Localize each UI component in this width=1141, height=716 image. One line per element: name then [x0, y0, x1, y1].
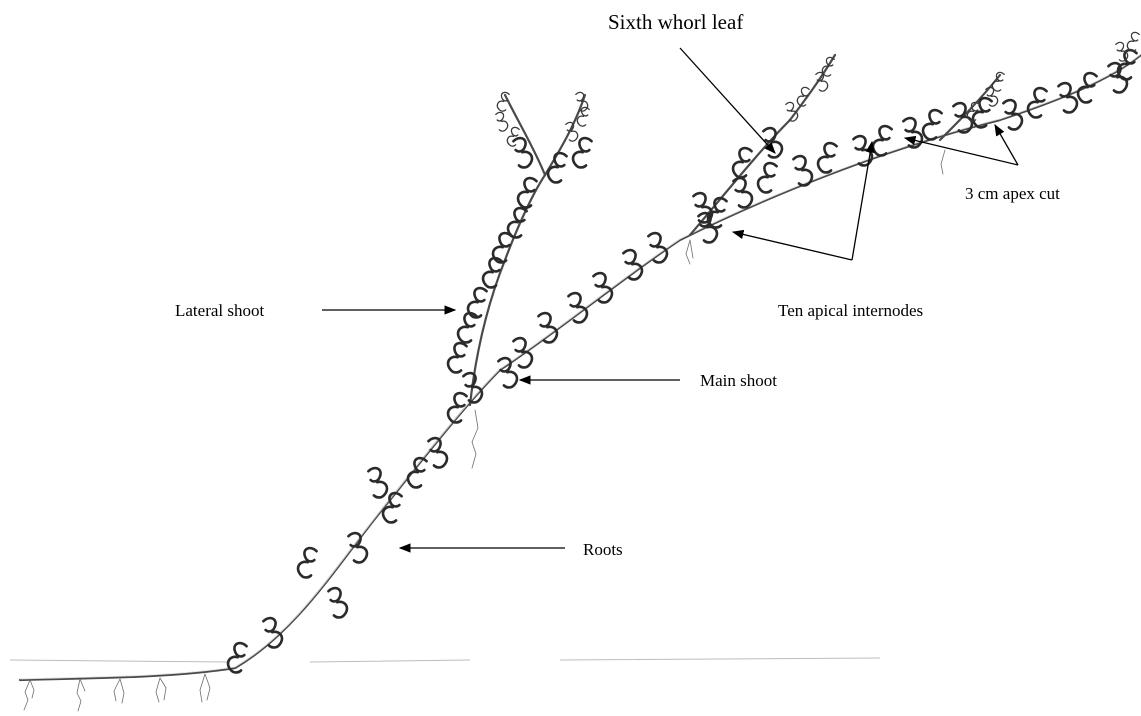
leaf-curl — [623, 250, 642, 279]
leaf-whorls — [228, 32, 1139, 672]
arrow-apex-cut-2 — [905, 138, 1018, 165]
arrow-internodes-1 — [733, 232, 852, 260]
leaf-curl — [793, 156, 812, 185]
leaf-curl — [263, 618, 282, 647]
leaf-curl — [298, 548, 317, 577]
leaf-curl — [992, 72, 1004, 91]
leaf-curl — [538, 313, 557, 342]
leaf-curl — [1028, 88, 1047, 117]
leaf-curl — [873, 126, 892, 155]
lateral-fork-right — [545, 95, 585, 175]
label-apex-cut: 3 cm apex cut — [965, 185, 1060, 202]
leaf-curl — [507, 127, 519, 146]
label-ten-apical-internodes: Ten apical internodes — [778, 302, 923, 319]
leaf-curl — [903, 118, 922, 147]
leaf-curl — [548, 153, 567, 182]
leaf-curl — [368, 468, 387, 497]
leaf-curl — [496, 112, 508, 131]
arrow-internodes-2 — [852, 142, 872, 260]
leaf-curl — [758, 163, 777, 192]
leaf-curl — [593, 273, 612, 302]
leaf-curl — [573, 138, 592, 167]
leaf-curl — [1127, 32, 1139, 51]
leaf-curl — [468, 288, 487, 317]
leaf-curl — [818, 143, 837, 172]
branch-upper-stem — [690, 55, 835, 235]
leaf-curl — [733, 178, 752, 207]
leaf-curl — [1078, 73, 1097, 102]
leaf-curl — [1003, 100, 1022, 129]
label-sixth-whorl-leaf: Sixth whorl leaf — [608, 12, 743, 33]
leaf-curl — [648, 233, 667, 262]
leaf-curl — [923, 110, 942, 139]
leaf-curl — [513, 338, 532, 367]
label-main-shoot: Main shoot — [700, 372, 777, 389]
leaf-curl — [348, 533, 367, 562]
lateral-fork-left — [505, 95, 545, 175]
leaf-curl — [448, 343, 467, 372]
arrow-sixth-whorl — [680, 48, 775, 153]
leaf-curl — [228, 643, 247, 672]
leaf-curl — [328, 588, 347, 617]
label-roots: Roots — [583, 541, 623, 558]
arrow-apex-cut-1 — [995, 125, 1018, 165]
label-lateral-shoot: Lateral shoot — [175, 302, 264, 319]
leaf-curl — [693, 193, 712, 222]
leaf-curl — [408, 458, 427, 487]
leaf-curl — [953, 103, 972, 132]
leaf-curl — [498, 358, 517, 387]
ground-line — [10, 658, 880, 662]
